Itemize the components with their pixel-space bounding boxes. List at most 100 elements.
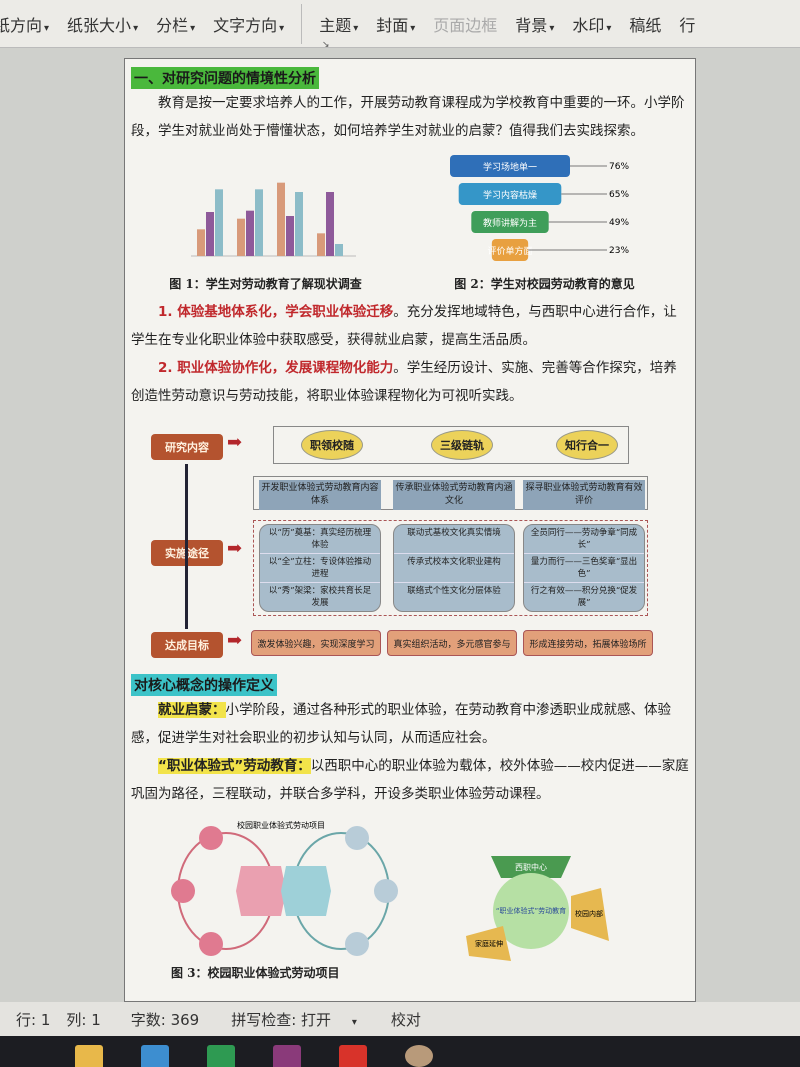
path-column-1: 以“历”奠基：真实经历梳理体验以“全”立柱：专设体验推动进程以“秀”架梁：家校共… [259,524,381,612]
figure-2-caption: 图 2：学生对校园劳动教育的意见 [454,277,635,291]
figure-row: 图 1：学生对劳动教育了解现状调查 学习场地单一 76% 学习内容枯燥 65% 教师讲解… [131,151,689,292]
label-research-content: 研究内容 [151,434,223,460]
funnel-segment [449,155,570,177]
node [171,879,195,903]
bar-chart [190,182,356,257]
path-item: 以“历”奠基：真实经历梳理体验 [260,525,380,554]
proofread-button[interactable]: 校对 [390,1010,421,1029]
divider [301,3,303,44]
path-item: 联动式基校文化真实情境 [394,525,514,554]
task-1: 开发职业体验式劳动教育内容体系 [259,480,381,510]
wps-icon[interactable] [339,1045,367,1067]
label: 背景 [515,15,548,35]
segment-label: 学习场地单一 [482,161,536,173]
sector-label: 家庭延伸 [475,939,503,948]
file-explorer-icon[interactable] [75,1045,103,1067]
node [345,932,369,956]
node [199,932,223,956]
chevron-down-icon: ▾ [353,22,359,34]
bar [254,189,263,256]
document-page[interactable]: 一、对研究问题的情境性分析 教育是按一定要求培养人的工作，开展劳动教育课程成为学… [124,58,696,1002]
oval-2: 三级链轨 [431,430,493,460]
bar [316,233,325,256]
sector-label: 西职中心 [515,862,547,872]
chevron-down-icon: ▾ [351,1016,357,1028]
bar [325,192,334,256]
segment-label: 教师讲解为主 [482,217,536,229]
point-1-text: 。充分发挥地域特色，与西职中心进行合作，让学生在专业化职业体验中获取感受，获得就… [131,304,677,348]
hexagon [236,866,286,916]
task-2: 传承职业体验式劳动教育内涵文化 [393,480,515,510]
figure-3: 校园职业体验式劳动项目 西职中心 “职业体验式”劳动教育 校园内部 家庭延伸 图… [131,816,689,986]
taskbar [0,1036,800,1067]
label: 封面 [376,15,409,35]
chevron-down-icon: ▾ [410,22,416,34]
sector-west-center [491,856,571,878]
column-indicator: 列: 1 [66,1010,101,1029]
bar [236,218,245,256]
label-goals: 达成目标 [151,632,223,658]
center-label: “职业体验式”劳动教育 [496,906,566,915]
point-2-title: 2. 职业体验协作化，发展课程物化能力 [158,360,394,376]
label: 文字方向 [213,15,278,35]
path-column-2: 联动式基校文化真实情境传承式校本文化职业建构联络式个性文化分层体验 [393,524,515,612]
cover-menu[interactable]: 封面▾ [376,12,415,36]
app-icon[interactable] [207,1045,235,1067]
arrow-right-icon: ➡ [227,630,243,651]
avatar-icon[interactable] [405,1045,433,1067]
research-flow-diagram: 研究内容 实施途径 达成目标 ➡ ➡ ➡ 职领校随 三级链轨 知行合一 开发职业… [151,424,681,664]
intro-paragraph: 教育是按一定要求培养人的工作，开展劳动教育课程成为学校教育中重要的一环。小学阶段… [131,95,685,139]
mail-icon[interactable] [141,1045,169,1067]
content-frame [273,426,629,464]
path-item: 行之有效——积分兑换“促发展” [524,583,644,611]
theme-menu[interactable]: 主题▾ [319,12,358,36]
line-button[interactable]: 行 [679,15,696,35]
value-label: 76% [609,162,629,172]
segment-label: 学习内容枯燥 [482,189,536,201]
bar [285,216,294,256]
point-1-title: 1. 体验基地体系化，学会职业体验迁移 [158,304,394,320]
bar [294,192,303,256]
bar [276,182,285,256]
spell-check-toggle[interactable]: 拼写检查: 打开 ▾ [215,1009,357,1030]
bar [214,189,223,256]
bar [205,212,214,256]
page-border-button[interactable]: 页面边框 [433,15,498,35]
node [345,826,369,850]
bar [196,229,205,256]
label: 分栏 [156,15,189,35]
value-label: 49% [609,218,629,228]
arrow-right-icon: ➡ [227,538,243,559]
ribbon-toolbar: 纸方向▾ 纸张大小▾ 分栏▾ 文字方向▾ 主题▾ 封面▾ 页面边框 背景▾ 水印… [0,0,800,48]
word-count[interactable]: 字数: 369 [130,1010,200,1029]
archive-icon[interactable] [273,1045,301,1067]
figure-3-caption: 图 3：校园职业体验式劳动项目 [171,966,340,980]
bar [334,244,343,256]
chevron-down-icon: ▾ [190,22,196,34]
sector-home [466,926,511,961]
watermark-menu[interactable]: 水印▾ [572,12,611,36]
background-menu[interactable]: 背景▾ [515,12,554,36]
goal-2: 真实组织活动，多元感官参与 [387,630,517,656]
definition-text: 以西职中心的职业体验为载体，校外体验——校内促进——家庭巩固为路径，三程联动，并… [131,758,689,802]
figure-1: 图 1：学生对劳动教育了解现状调查 [166,151,366,292]
value-label: 65% [609,190,629,200]
connector-line [185,464,188,629]
term: 就业启蒙： [158,702,226,718]
orientation-menu[interactable]: 纸方向▾ [0,12,49,36]
status-bar: 行: 1 列: 1 字数: 369 拼写检查: 打开 ▾ 校对 [0,1002,800,1036]
text-direction-menu[interactable]: 文字方向▾ [213,12,284,36]
chevron-down-icon: ▾ [133,22,139,34]
section-heading-2: 对核心概念的操作定义 [131,674,277,696]
value-label: 23% [609,246,629,256]
section-heading: 一、对研究问题的情境性分析 [131,67,319,89]
sector-campus [571,888,609,941]
oval-3: 知行合一 [556,430,618,460]
paper-size-menu[interactable]: 纸张大小▾ [67,12,138,36]
columns-menu[interactable]: 分栏▾ [156,12,195,36]
dialog-launcher-icon[interactable]: ↘ [322,40,330,50]
manuscript-button[interactable]: 稿纸 [629,15,662,35]
term: “职业体验式”劳动教育： [158,758,311,774]
